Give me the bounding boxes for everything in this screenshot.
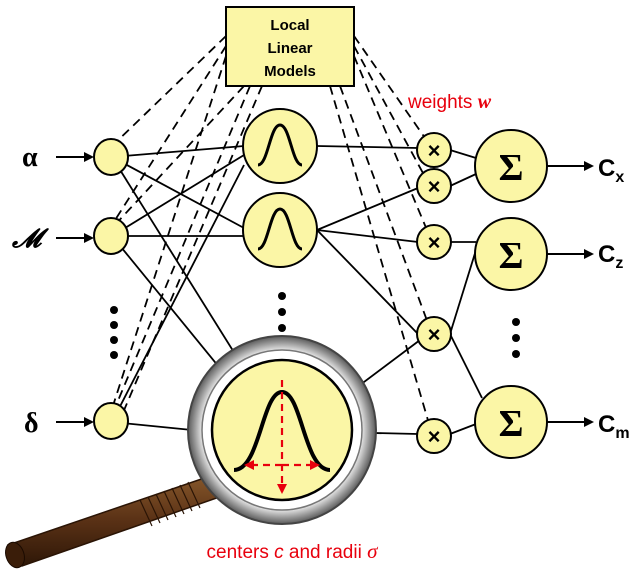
gaussian-node-1	[242, 108, 318, 184]
input-label-mach: 𝓜	[11, 224, 49, 253]
sum-symbol-z: Σ	[499, 235, 524, 277]
input-label-alpha: α	[22, 142, 38, 173]
local-linear-models-box: Local Linear Models	[225, 6, 355, 87]
hidden-ellipsis-dots	[278, 292, 286, 332]
multiply-node-1	[416, 132, 452, 168]
sum-node-x	[474, 129, 548, 203]
input-ellipsis-dots	[110, 306, 118, 359]
multiply-symbol-4: ×	[428, 322, 441, 347]
box-line-3: Models	[264, 63, 316, 80]
sum-node-z	[474, 217, 548, 291]
magnifier-handle	[5, 471, 229, 569]
multiply-symbol-1: ×	[428, 138, 441, 163]
multiply-node-5	[416, 418, 452, 454]
multiply-symbol-5: ×	[428, 424, 441, 449]
multiply-nodes	[416, 132, 452, 454]
dashed-connections	[109, 35, 433, 435]
box-line-2: Linear	[267, 40, 312, 57]
multiply-symbol-3: ×	[428, 230, 441, 255]
input-node-delta	[93, 402, 129, 440]
sum-node-m	[474, 385, 548, 459]
gaussian-node-2	[242, 192, 318, 268]
input-nodes	[93, 138, 129, 440]
output-label-cm: Cm	[598, 411, 630, 442]
weights-annotation: weights w	[407, 91, 492, 113]
input-node-mach	[93, 217, 129, 255]
box-line-1: Local	[270, 17, 309, 34]
input-node-alpha	[93, 138, 129, 176]
sum-nodes	[474, 129, 548, 459]
input-arrows	[56, 152, 94, 427]
output-label-cx: Cx	[598, 155, 624, 186]
multiply-node-3	[416, 224, 452, 260]
multiply-node-2	[416, 168, 452, 204]
output-arrows	[547, 161, 594, 427]
magnifier-lens	[187, 335, 377, 525]
sum-symbol-m: Σ	[499, 403, 524, 445]
input-label-delta: δ	[24, 408, 39, 439]
output-label-cz: Cz	[598, 241, 623, 272]
output-ellipsis-dots	[512, 318, 520, 358]
centers-radii-annotation: centers c and radii σ	[207, 539, 380, 563]
sum-symbol-x: Σ	[499, 147, 524, 189]
multiply-symbol-2: ×	[428, 174, 441, 199]
multiply-node-4	[416, 316, 452, 352]
